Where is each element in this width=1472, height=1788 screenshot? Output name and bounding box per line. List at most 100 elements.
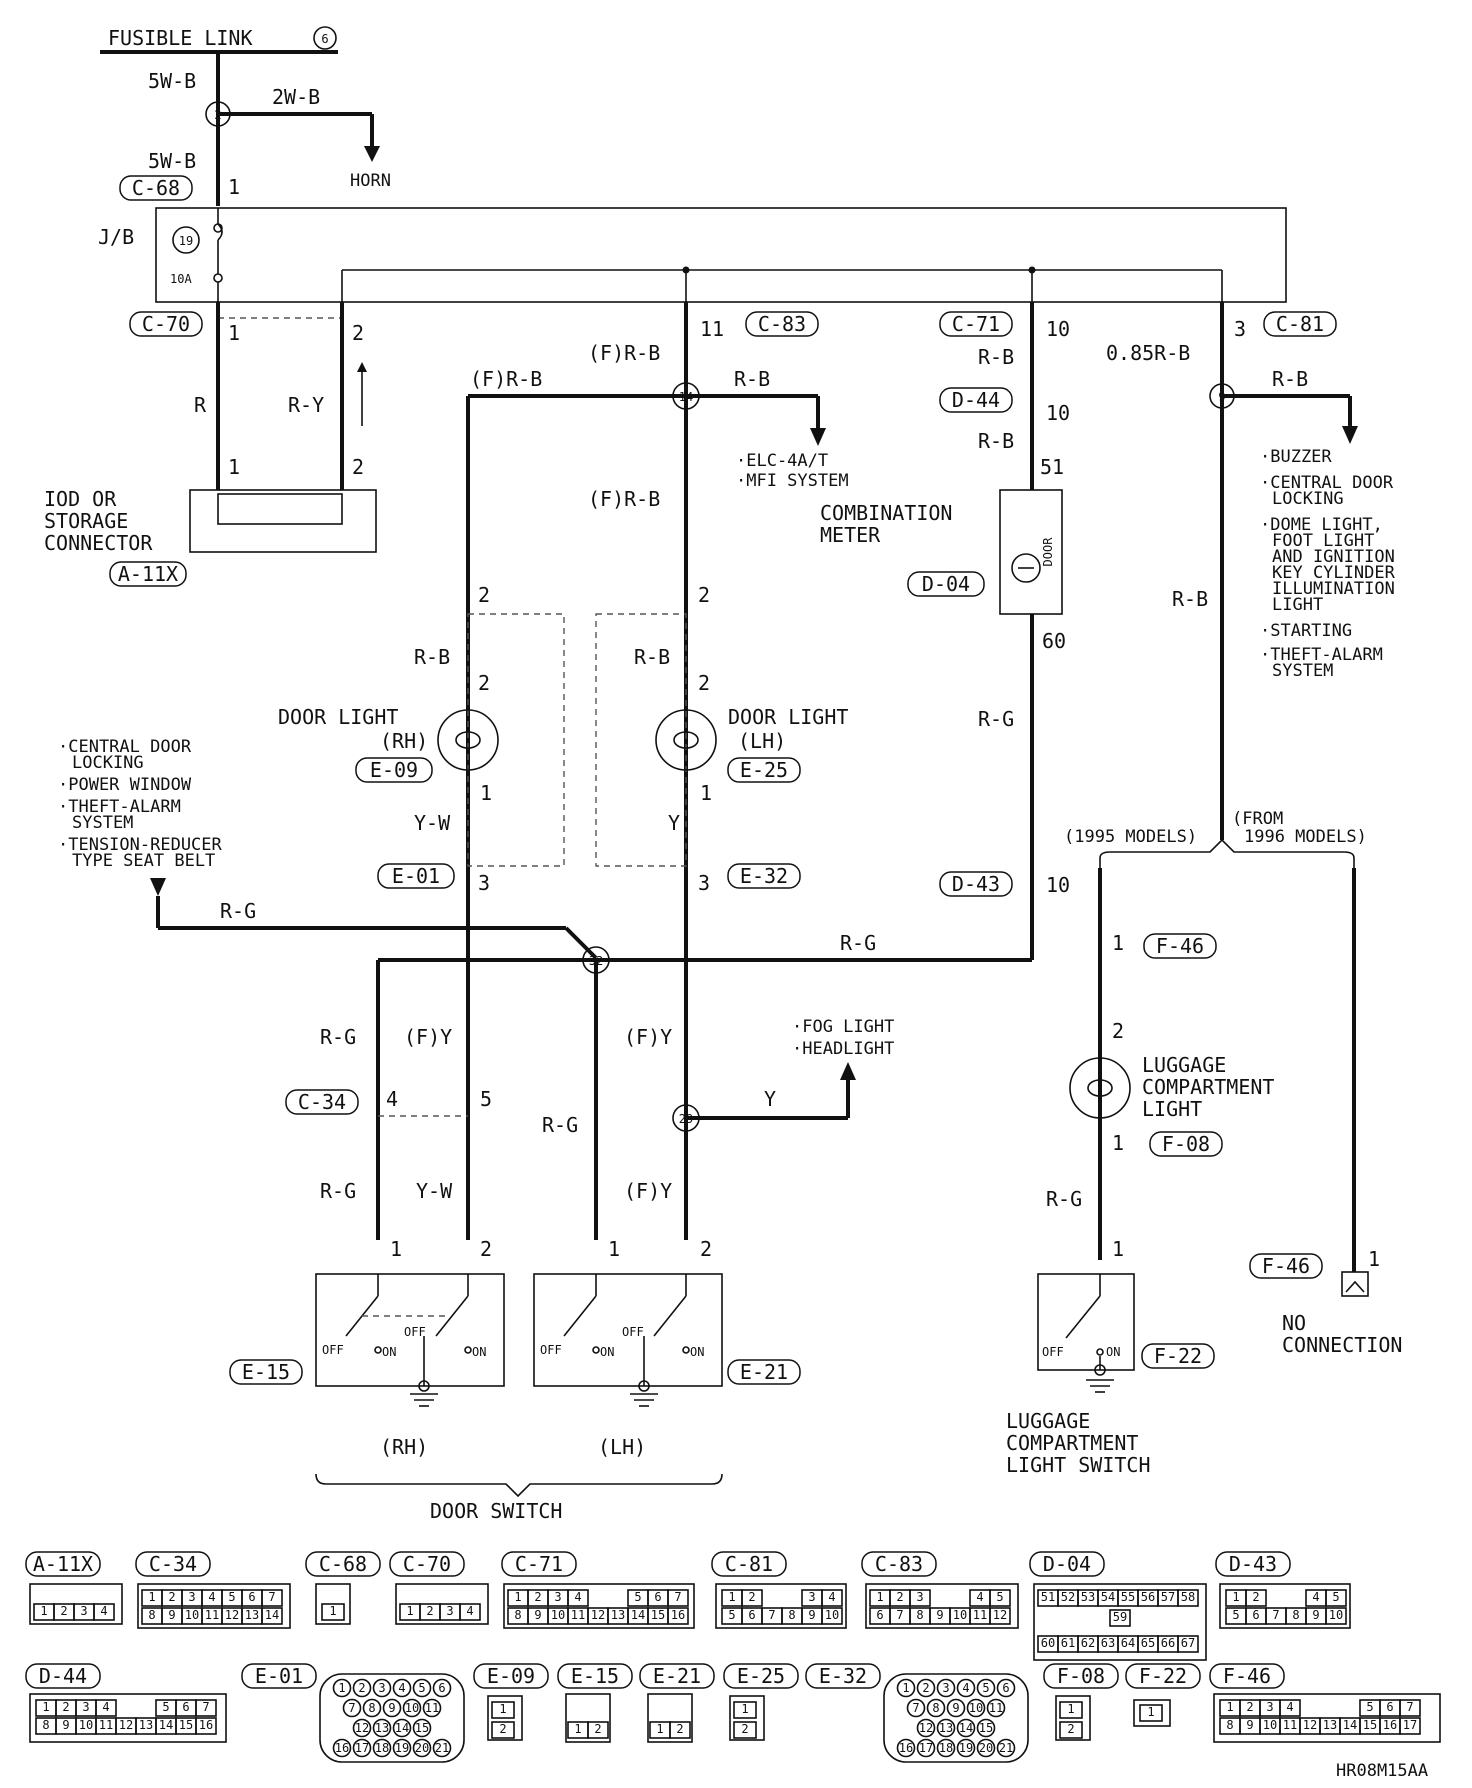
svg-text:14: 14 [959, 1721, 973, 1735]
connector-tag-e32: E-32 [727, 863, 801, 889]
e15-off-1: OFF [322, 1343, 344, 1357]
legend-pins-f08-b: 2 [1059, 1721, 1083, 1739]
pin-lug-1: 1 [1112, 1131, 1124, 1155]
luggage-light-label-1: LUGGAGE [1142, 1053, 1226, 1077]
svg-text:ILLUMINATION: ILLUMINATION [1272, 579, 1395, 599]
svg-text:D-43: D-43 [952, 872, 1000, 896]
svg-text:13: 13 [139, 1718, 153, 1732]
e21-off-1: OFF [540, 1343, 562, 1357]
svg-text:14: 14 [679, 390, 693, 404]
svg-text:21: 21 [999, 1741, 1013, 1755]
pin-e21-1: 1 [608, 1237, 620, 1261]
svg-text:9: 9 [168, 1608, 175, 1622]
legend-tag-c81: C-81 [711, 1551, 787, 1577]
svg-text:3: 3 [378, 1681, 385, 1695]
svg-text:AND IGNITION: AND IGNITION [1272, 547, 1395, 567]
iod-label-3: CONNECTOR [44, 531, 153, 555]
svg-text:16: 16 [199, 1718, 213, 1732]
central-destination-list: ·CENTRAL DOOR LOCKING ·POWER WINDOW ·THE… [58, 737, 223, 871]
legend-pins-c68: 1 [321, 1603, 345, 1621]
svg-text:1: 1 [741, 1702, 748, 1716]
e21-on-1: ON [600, 1345, 614, 1359]
svg-text:66: 66 [1161, 1636, 1175, 1650]
connector-tag-f08: F-08 [1149, 1131, 1223, 1157]
wire-label-rg-c34: R-G [320, 1025, 356, 1049]
door-switch-lh [533, 1273, 723, 1387]
svg-text:19: 19 [959, 1741, 973, 1755]
svg-text:10: 10 [185, 1608, 199, 1622]
pin-lh-2b: 2 [698, 671, 710, 695]
svg-text:2: 2 [534, 1590, 541, 1604]
svg-text:1: 1 [1232, 1590, 1239, 1604]
legend-tag-f22: F-22 [1125, 1663, 1201, 1689]
svg-text:4: 4 [466, 1604, 473, 1618]
svg-text:11: 11 [571, 1608, 585, 1622]
svg-text:C-68: C-68 [319, 1552, 367, 1576]
no-connection-label-1: NO [1282, 1311, 1306, 1335]
svg-text:7: 7 [912, 1701, 919, 1715]
svg-text:2: 2 [358, 1681, 365, 1695]
svg-text:2: 2 [1252, 1590, 1259, 1604]
svg-text:1: 1 [406, 1604, 413, 1618]
svg-text:20: 20 [415, 1741, 429, 1755]
svg-text:54: 54 [1101, 1590, 1115, 1604]
svg-text:55: 55 [1121, 1590, 1135, 1604]
junction-block [155, 207, 1287, 303]
legend-tag-f46: F-46 [1209, 1663, 1285, 1689]
svg-text:15: 15 [979, 1721, 993, 1735]
svg-text:6: 6 [748, 1608, 755, 1622]
pin-c34-5: 5 [480, 1087, 492, 1111]
wire-label-fy-lower: (F)Y [624, 1179, 672, 1203]
svg-text:5: 5 [996, 1590, 1003, 1604]
svg-text:16: 16 [1383, 1718, 1397, 1732]
luggage-light-lamp [1069, 1057, 1131, 1119]
pin-e32-3: 3 [698, 871, 710, 895]
legend-tag-f08: F-08 [1043, 1663, 1119, 1689]
svg-text:17: 17 [919, 1741, 933, 1755]
svg-text:E-01: E-01 [392, 864, 440, 888]
svg-text:6: 6 [1252, 1608, 1259, 1622]
connector-tag-f22: F-22 [1141, 1343, 1215, 1369]
pin-c34-4: 4 [386, 1087, 398, 1111]
svg-text:A-11X: A-11X [118, 562, 178, 586]
svg-text:6: 6 [438, 1681, 445, 1695]
connector-tag-e15: E-15 [229, 1359, 303, 1385]
legend-tag-a11x: A-11X [25, 1551, 101, 1577]
wire-label-frb-mid: (F)R-B [588, 487, 660, 511]
svg-text:2: 2 [62, 1700, 69, 1714]
svg-text:4: 4 [574, 1590, 581, 1604]
svg-text:·CENTRAL DOOR: ·CENTRAL DOOR [58, 737, 192, 757]
svg-text:20: 20 [979, 1741, 993, 1755]
svg-text:·CENTRAL DOOR: ·CENTRAL DOOR [1260, 473, 1394, 493]
svg-text:F-22: F-22 [1139, 1664, 1187, 1688]
svg-text:LOCKING: LOCKING [72, 753, 144, 773]
svg-text:14: 14 [395, 1721, 409, 1735]
connector-tag-e21: E-21 [727, 1359, 801, 1385]
legend-tag-d44: D-44 [25, 1663, 101, 1689]
connector-tag-d04: D-04 [907, 571, 985, 597]
wire-label-rg-lug: R-G [1046, 1187, 1082, 1211]
svg-text:·DOME LIGHT,: ·DOME LIGHT, [1260, 515, 1383, 535]
svg-text:1: 1 [1067, 1702, 1074, 1716]
door-switch-label: DOOR SWITCH [430, 1499, 562, 1523]
svg-text:C-34: C-34 [298, 1090, 346, 1114]
legend-tag-c34: C-34 [135, 1551, 211, 1577]
svg-text:9: 9 [952, 1701, 959, 1715]
svg-text:5: 5 [1366, 1700, 1373, 1714]
svg-text:E-21: E-21 [740, 1360, 788, 1384]
door-light-lh-side: (LH) [738, 729, 786, 753]
svg-text:8: 8 [916, 1608, 923, 1622]
wire-label-rg-meter: R-G [978, 707, 1014, 731]
svg-text:18: 18 [375, 1741, 389, 1755]
svg-text:2: 2 [1246, 1700, 1253, 1714]
pin-d44-10: 10 [1046, 401, 1070, 425]
legend-tag-c71: C-71 [501, 1551, 577, 1577]
svg-text:3: 3 [446, 1604, 453, 1618]
svg-text:C-83: C-83 [875, 1552, 923, 1576]
